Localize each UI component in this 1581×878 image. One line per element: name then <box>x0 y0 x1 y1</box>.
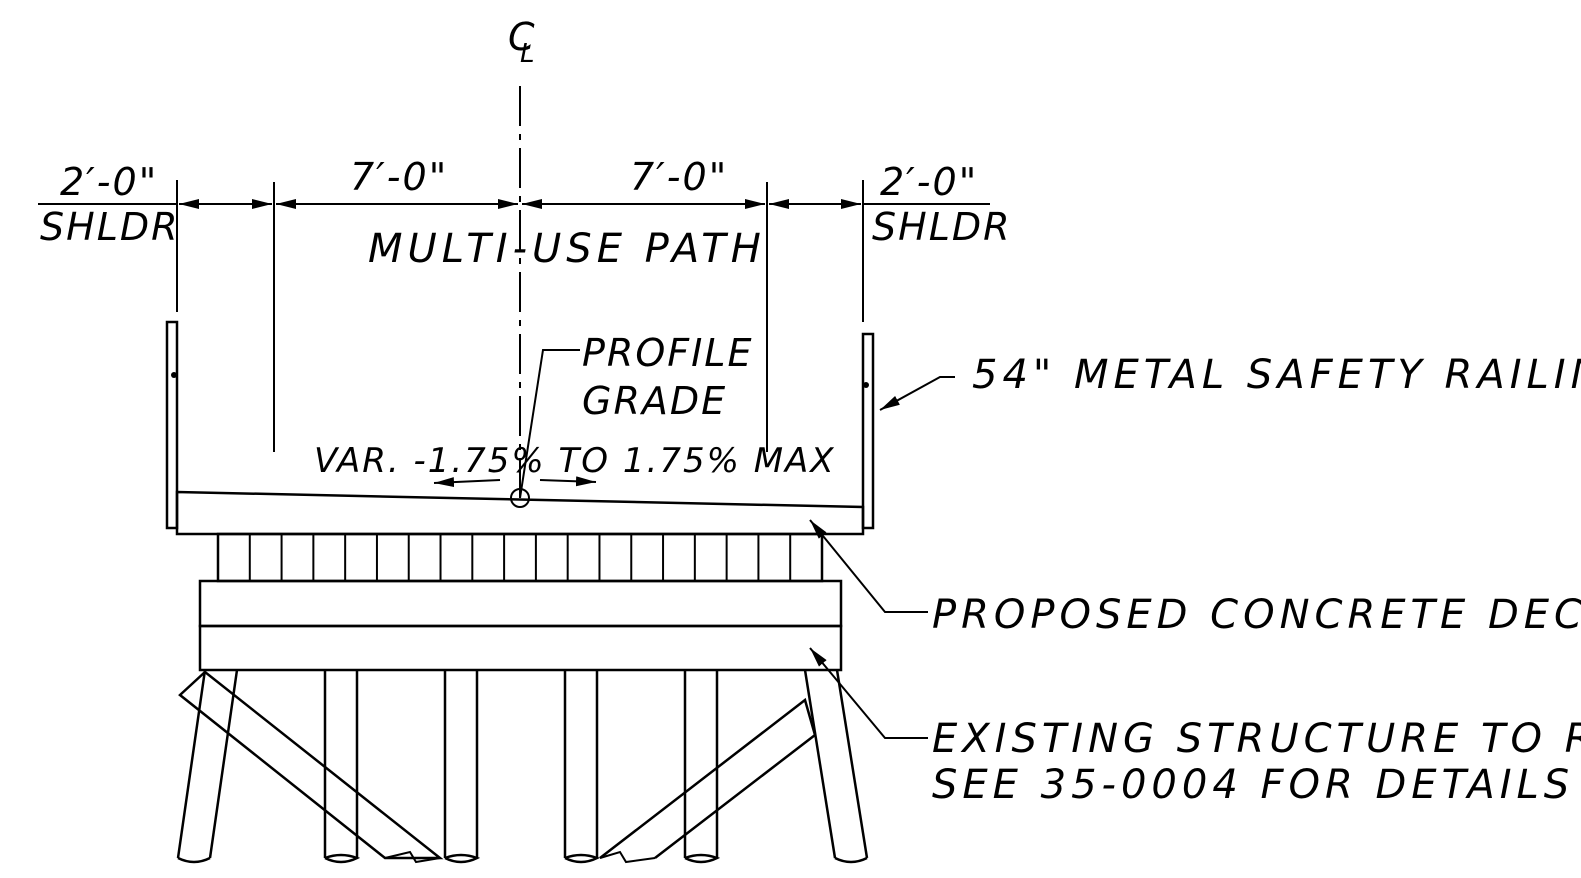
existing-leader <box>809 647 928 739</box>
profile-grade-leader <box>519 349 580 499</box>
left-railing <box>165 320 179 530</box>
right-railing <box>861 332 875 530</box>
profile-grade-point <box>510 488 530 508</box>
pile-1 <box>323 670 361 864</box>
right-shoulder-label: SHLDR <box>872 205 1012 249</box>
path-right-dim-text: 7′-0" <box>630 155 728 199</box>
right-railing-bolt <box>863 382 869 388</box>
stringer-band <box>216 532 824 583</box>
stringers <box>216 532 824 583</box>
left-brace-break <box>384 850 441 864</box>
existing-callout-line-2: SEE 35-0004 FOR DETAILS <box>932 762 1574 808</box>
left-batter-pile-end <box>177 856 211 864</box>
cap-beam-upper <box>198 579 843 628</box>
dimension-labels: 2′-0" SHLDR 7′-0" 7′-0" 2′-0" SHLDR MULT… <box>40 155 1012 272</box>
deck-slab <box>175 490 865 536</box>
centerline-symbol-l: L <box>520 39 537 69</box>
slope-arrow-right <box>539 476 597 487</box>
right-batter-pile-end <box>834 856 868 864</box>
callouts: 54" METAL SAFETY RAILING PROPOSED CONCRE… <box>809 352 1581 808</box>
piles <box>176 669 869 864</box>
cap-beam-lower <box>198 624 843 672</box>
cross-slope-text: VAR. -1.75% TO 1.75% MAX <box>314 441 836 481</box>
centerline-symbol-c: C <box>508 15 537 59</box>
left-batter-pile-inner <box>208 669 239 859</box>
deck-leader <box>809 519 928 613</box>
dimension-lines <box>38 180 990 452</box>
pile-2 <box>443 670 481 864</box>
multi-use-path-label: MULTI-USE PATH <box>368 226 766 272</box>
left-shoulder-label: SHLDR <box>40 205 180 249</box>
slope-arrow-left <box>433 477 501 488</box>
right-brace-break <box>599 850 656 864</box>
right-batter-pile-outer <box>835 669 869 859</box>
left-railing-bolt <box>171 372 177 378</box>
pile-4 <box>683 670 721 864</box>
profile-grade: PROFILE GRADE VAR. -1.75% TO 1.75% MAX <box>314 331 836 508</box>
pile-3 <box>563 670 601 864</box>
left-batter-pile-outer <box>176 669 207 859</box>
profile-grade-text-1: PROFILE <box>582 331 753 375</box>
concrete-deck <box>175 490 865 536</box>
right-batter-pile-inner <box>803 669 837 859</box>
left-cross-brace <box>178 670 444 860</box>
left-shoulder-dim-text: 2′-0" <box>60 160 158 204</box>
existing-cap <box>198 579 843 672</box>
right-cross-brace <box>599 697 817 859</box>
deck-callout: PROPOSED CONCRETE DECK <box>932 592 1581 638</box>
railing-callout: 54" METAL SAFETY RAILING <box>972 352 1581 398</box>
railings <box>165 320 875 530</box>
profile-grade-text-2: GRADE <box>582 379 727 423</box>
existing-callout-line-1: EXISTING STRUCTURE TO REMAIN <box>932 716 1581 762</box>
centerline: C L <box>508 15 537 500</box>
right-shoulder-dim-text: 2′-0" <box>880 160 978 204</box>
railing-leader <box>879 376 955 411</box>
path-left-dim-text: 7′-0" <box>350 155 448 199</box>
